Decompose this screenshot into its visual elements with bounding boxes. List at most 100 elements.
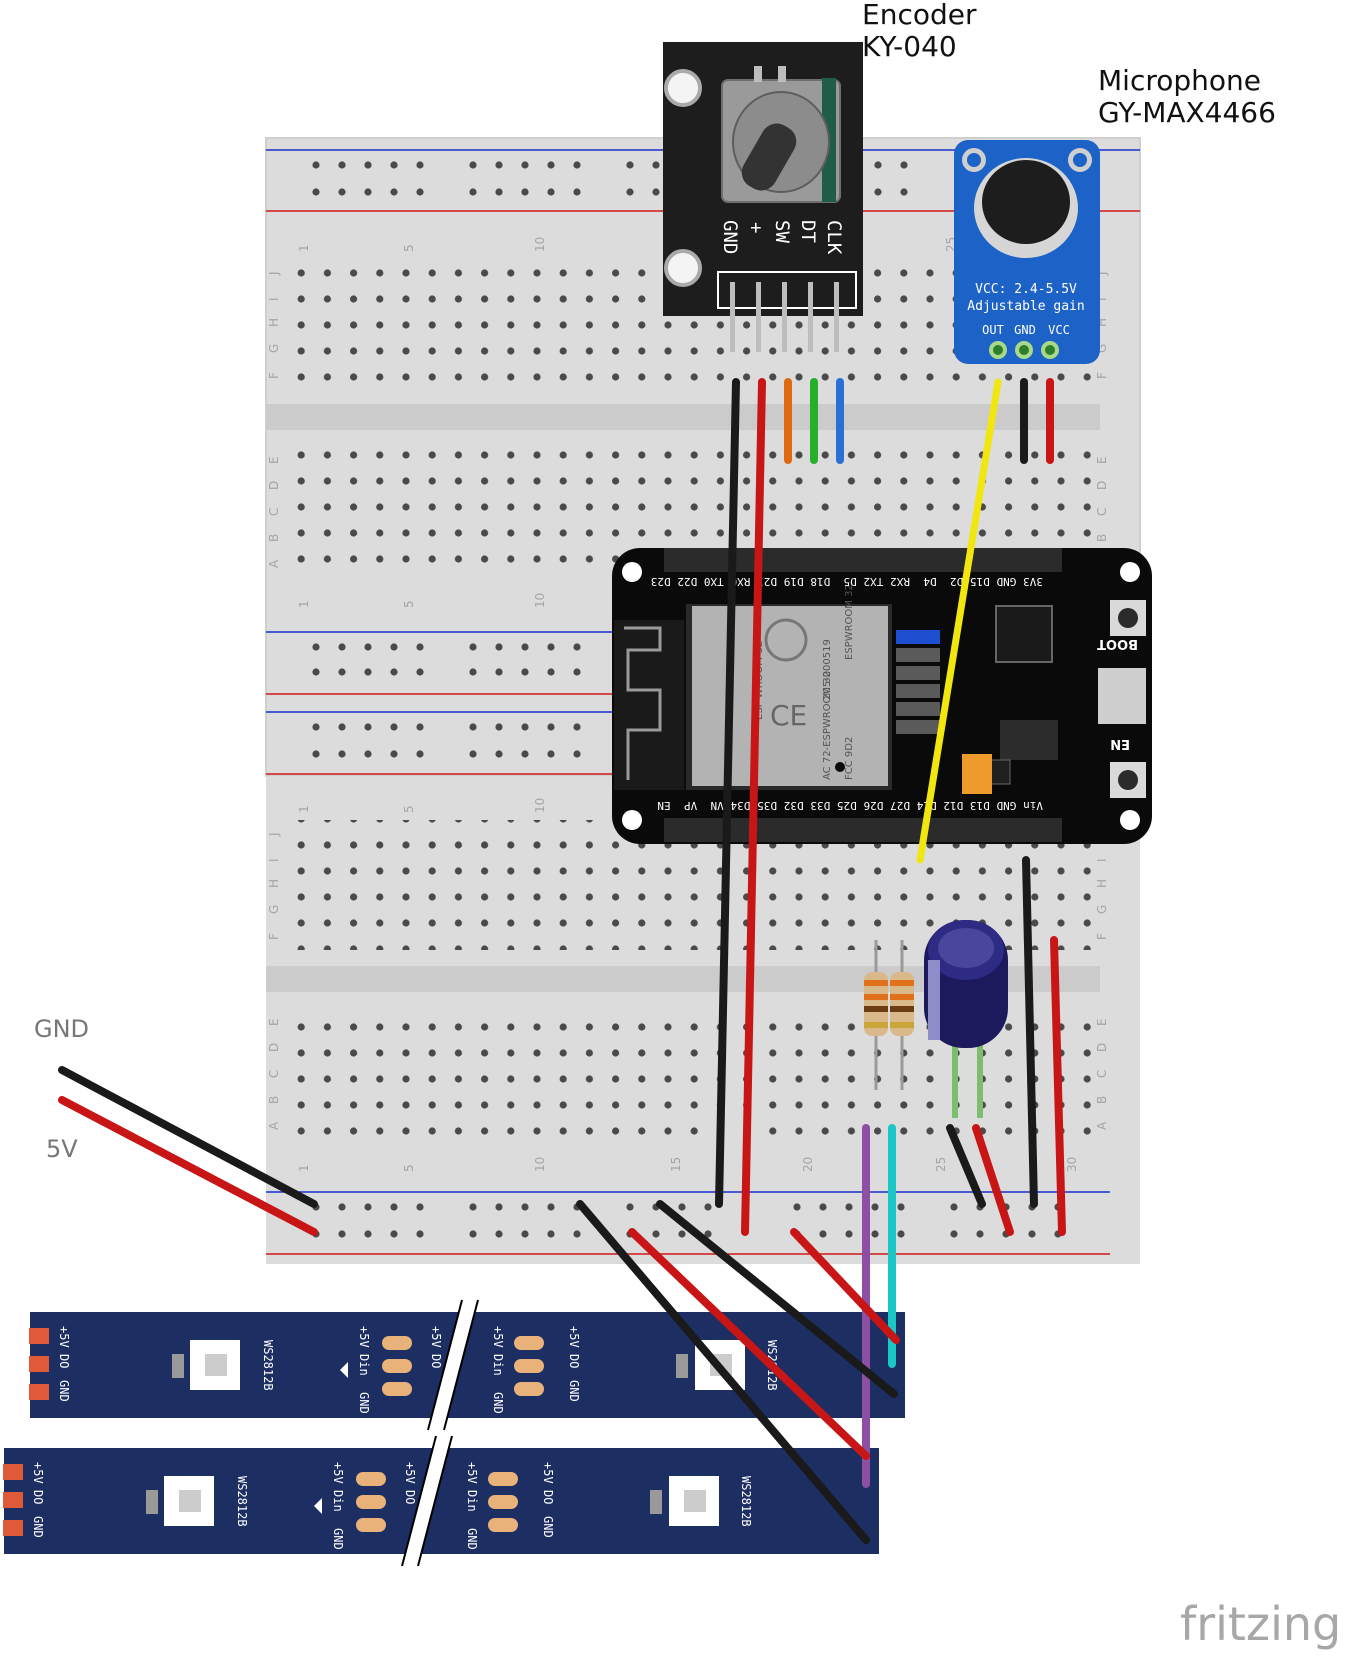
strip-pin-label: Din bbox=[357, 1354, 371, 1376]
mic-pin-label: GND bbox=[1014, 323, 1036, 337]
row-letter: F bbox=[1095, 933, 1109, 940]
col-number: 10 bbox=[533, 1157, 547, 1172]
col-number: 1 bbox=[297, 805, 311, 813]
row-letter: E bbox=[267, 456, 281, 464]
encoder-module[interactable]: CLK DT SW + GND bbox=[663, 42, 863, 352]
esp32-top-pin-label: D5 bbox=[844, 575, 857, 588]
row-letter: H bbox=[267, 318, 281, 327]
esp32-bottom-pin-label: D12 bbox=[943, 799, 963, 812]
row-letter: H bbox=[1095, 879, 1109, 888]
row-letter: E bbox=[1095, 1018, 1109, 1026]
v5-label: 5V bbox=[46, 1135, 78, 1163]
row-letter: B bbox=[267, 1096, 281, 1104]
row-letter: F bbox=[267, 372, 281, 379]
col-number: 10 bbox=[533, 593, 547, 608]
esp32-bottom-pin-label: D27 bbox=[890, 799, 910, 812]
strip-pin-label: Din bbox=[331, 1490, 345, 1512]
row-letter: F bbox=[267, 933, 281, 940]
row-letter: G bbox=[1095, 344, 1109, 353]
row-letter: B bbox=[1095, 1096, 1109, 1104]
strip-pin-label: +5V bbox=[465, 1462, 479, 1484]
col-number: 5 bbox=[402, 244, 416, 252]
row-letter: D bbox=[1095, 481, 1109, 490]
esp32-top-pin-label: D15 bbox=[970, 575, 990, 588]
row-letter: I bbox=[1095, 297, 1109, 301]
module-text: AC 72-ESPWROOM 32 bbox=[822, 671, 833, 780]
esp32-bottom-pin-label: GND bbox=[997, 799, 1017, 812]
esp32-bottom-pin-label: VP bbox=[684, 799, 698, 812]
microphone-title: Microphone bbox=[1098, 64, 1261, 97]
row-letter: G bbox=[267, 344, 281, 353]
esp32-top-pin-label: RX2 bbox=[890, 575, 910, 588]
row-letter: I bbox=[1095, 858, 1109, 862]
strip-pin-label: GND bbox=[331, 1528, 345, 1550]
capacitor[interactable] bbox=[924, 920, 1008, 1118]
strip-pin-label: +5V bbox=[331, 1462, 345, 1484]
mic-pin-label: OUT bbox=[982, 323, 1004, 337]
strip-pin-label: +5V bbox=[57, 1326, 71, 1348]
ce-mark: CE bbox=[770, 699, 807, 732]
chip-label: WS2812B bbox=[235, 1476, 249, 1527]
esp32-bottom-pin-label: VN bbox=[711, 799, 724, 812]
resistor-pair[interactable] bbox=[864, 940, 914, 1090]
col-number: 1 bbox=[297, 1164, 311, 1172]
row-letter: C bbox=[267, 1070, 281, 1078]
strip-pin-label: GND bbox=[465, 1528, 479, 1550]
encoder-pin-label: GND bbox=[719, 220, 741, 254]
esp32-bottom-pin-label: D33 bbox=[810, 799, 830, 812]
row-letter: H bbox=[1095, 318, 1109, 327]
strip-pin-label: GND bbox=[491, 1392, 505, 1414]
row-letter: D bbox=[267, 481, 281, 490]
led-strip-1[interactable]: +5V DO GND WS2812B +5V Din GND +5V DO +5… bbox=[29, 1299, 905, 1431]
row-letter: G bbox=[267, 905, 281, 914]
row-letter: A bbox=[267, 559, 281, 568]
microphone-module[interactable]: VCC: 2.4-5.5V Adjustable gain OUT GND VC… bbox=[954, 140, 1100, 364]
esp32-bottom-pin-label: D35 bbox=[757, 799, 777, 812]
esp32-top-pin-label: TX0 bbox=[704, 575, 724, 588]
col-number: 10 bbox=[533, 237, 547, 252]
esp32-bottom-pin-label: D25 bbox=[837, 799, 857, 812]
encoder-model: KY-040 bbox=[862, 30, 957, 63]
strip-pin-label: +5V bbox=[567, 1326, 581, 1348]
strip-pin-label: DO bbox=[567, 1354, 581, 1368]
breadboard-bottom: J I H G F E D C B A J I H G F E D C B A … bbox=[266, 776, 1140, 1264]
led-strip-2[interactable]: +5V DO GND WS2812B +5V Din GND +5V DO +5… bbox=[3, 1435, 879, 1567]
strip-pin-label: Din bbox=[465, 1490, 479, 1512]
encoder-pin-label: DT bbox=[797, 220, 819, 243]
mic-gain-text: Adjustable gain bbox=[967, 299, 1084, 314]
col-number: 5 bbox=[402, 805, 416, 813]
chip-label: WS2812B bbox=[739, 1476, 753, 1527]
esp32-bottom-pin-label: D13 bbox=[970, 799, 990, 812]
col-number: 15 bbox=[669, 1157, 683, 1172]
esp32-bottom-pin-label: D26 bbox=[864, 799, 884, 812]
col-number: 5 bbox=[402, 600, 416, 608]
row-letter: A bbox=[1095, 1121, 1109, 1130]
esp32-board[interactable]: ESP-WROOM-32 205-000519 ESPWROOM 32 AC 7… bbox=[612, 548, 1152, 844]
strip-pin-label: GND bbox=[31, 1516, 45, 1538]
row-letter: D bbox=[1095, 1043, 1109, 1052]
esp32-top-pin-label: D22 bbox=[677, 575, 697, 588]
strip-pin-label: +5V bbox=[403, 1462, 417, 1484]
row-letter: D bbox=[267, 1043, 281, 1052]
esp32-top-pin-label: D23 bbox=[651, 575, 671, 588]
esp32-top-pin-label: 3V3 bbox=[1023, 575, 1043, 588]
row-letter: F bbox=[1095, 372, 1109, 379]
mic-pin-label: VCC bbox=[1048, 323, 1070, 337]
esp32-top-pin-label: GND bbox=[997, 575, 1017, 588]
encoder-pin-label: SW bbox=[771, 220, 793, 243]
esp32-top-pin-label: TX2 bbox=[864, 575, 884, 588]
encoder-title: Encoder bbox=[862, 0, 977, 31]
col-number: 1 bbox=[297, 244, 311, 252]
row-letter: C bbox=[267, 508, 281, 516]
strip-pin-label: GND bbox=[541, 1516, 555, 1538]
strip-pin-label: DO bbox=[31, 1490, 45, 1504]
strip-pin-label: GND bbox=[567, 1380, 581, 1402]
strip-pin-label: +5V bbox=[31, 1462, 45, 1484]
esp32-top-pin-label: D19 bbox=[784, 575, 804, 588]
strip-pin-label: Din bbox=[491, 1354, 505, 1376]
col-number: 30 bbox=[1065, 1157, 1079, 1172]
module-text: FCC 9D2 bbox=[844, 737, 855, 780]
row-letter: I bbox=[267, 297, 281, 301]
row-letter: E bbox=[267, 1018, 281, 1026]
